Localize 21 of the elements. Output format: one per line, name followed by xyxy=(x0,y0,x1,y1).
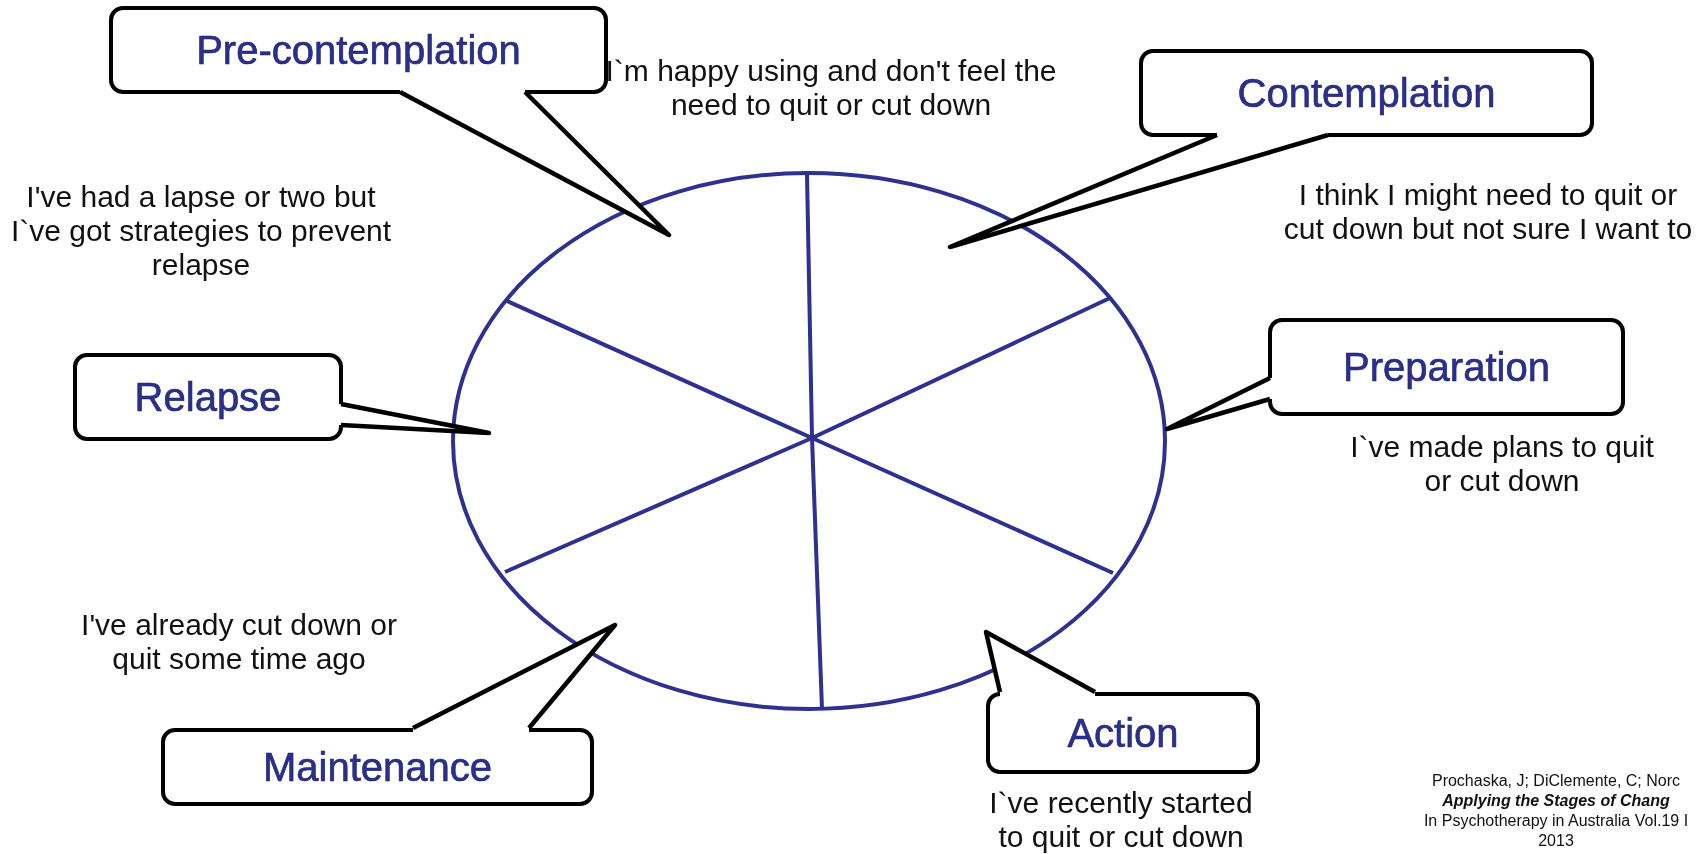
speech-bubble xyxy=(109,6,608,94)
stage-name: Action xyxy=(1067,710,1179,756)
stage-name: Maintenance xyxy=(262,744,492,790)
quote-text: I think I might need to quit or cut down but not sure I want to xyxy=(1282,178,1694,246)
stage-name: Preparation xyxy=(1343,344,1550,390)
speech-bubble xyxy=(1139,49,1594,137)
quote-text: I`m happy using and don't feel the need to quit or cut down xyxy=(604,54,1058,122)
quote-text: I`ve recently started to quit or cut down xyxy=(988,786,1254,854)
quote-text: I've already cut down or quit some time ago xyxy=(80,608,398,676)
citation-text: In Psychotherapy in Australia Vol.19 I xyxy=(1423,811,1689,831)
speech-bubble xyxy=(1268,318,1625,416)
speech-bubble xyxy=(161,728,594,806)
citation-text: 2013 xyxy=(1538,831,1574,851)
citation-text: Applying the Stages of Chang xyxy=(1442,791,1670,811)
citation-text: Prochaska, J; DiClemente, C; Norc xyxy=(1431,771,1681,791)
quote-text: I`ve made plans to quit or cut down xyxy=(1349,430,1655,498)
speech-bubble xyxy=(73,353,343,441)
stage-name: Pre-contemplation xyxy=(196,27,521,73)
quote-text: I've had a lapse or two but I`ve got strategies to prevent relapse xyxy=(9,180,393,282)
stage-name: Relapse xyxy=(134,374,282,420)
stage-name: Contemplation xyxy=(1237,70,1496,116)
